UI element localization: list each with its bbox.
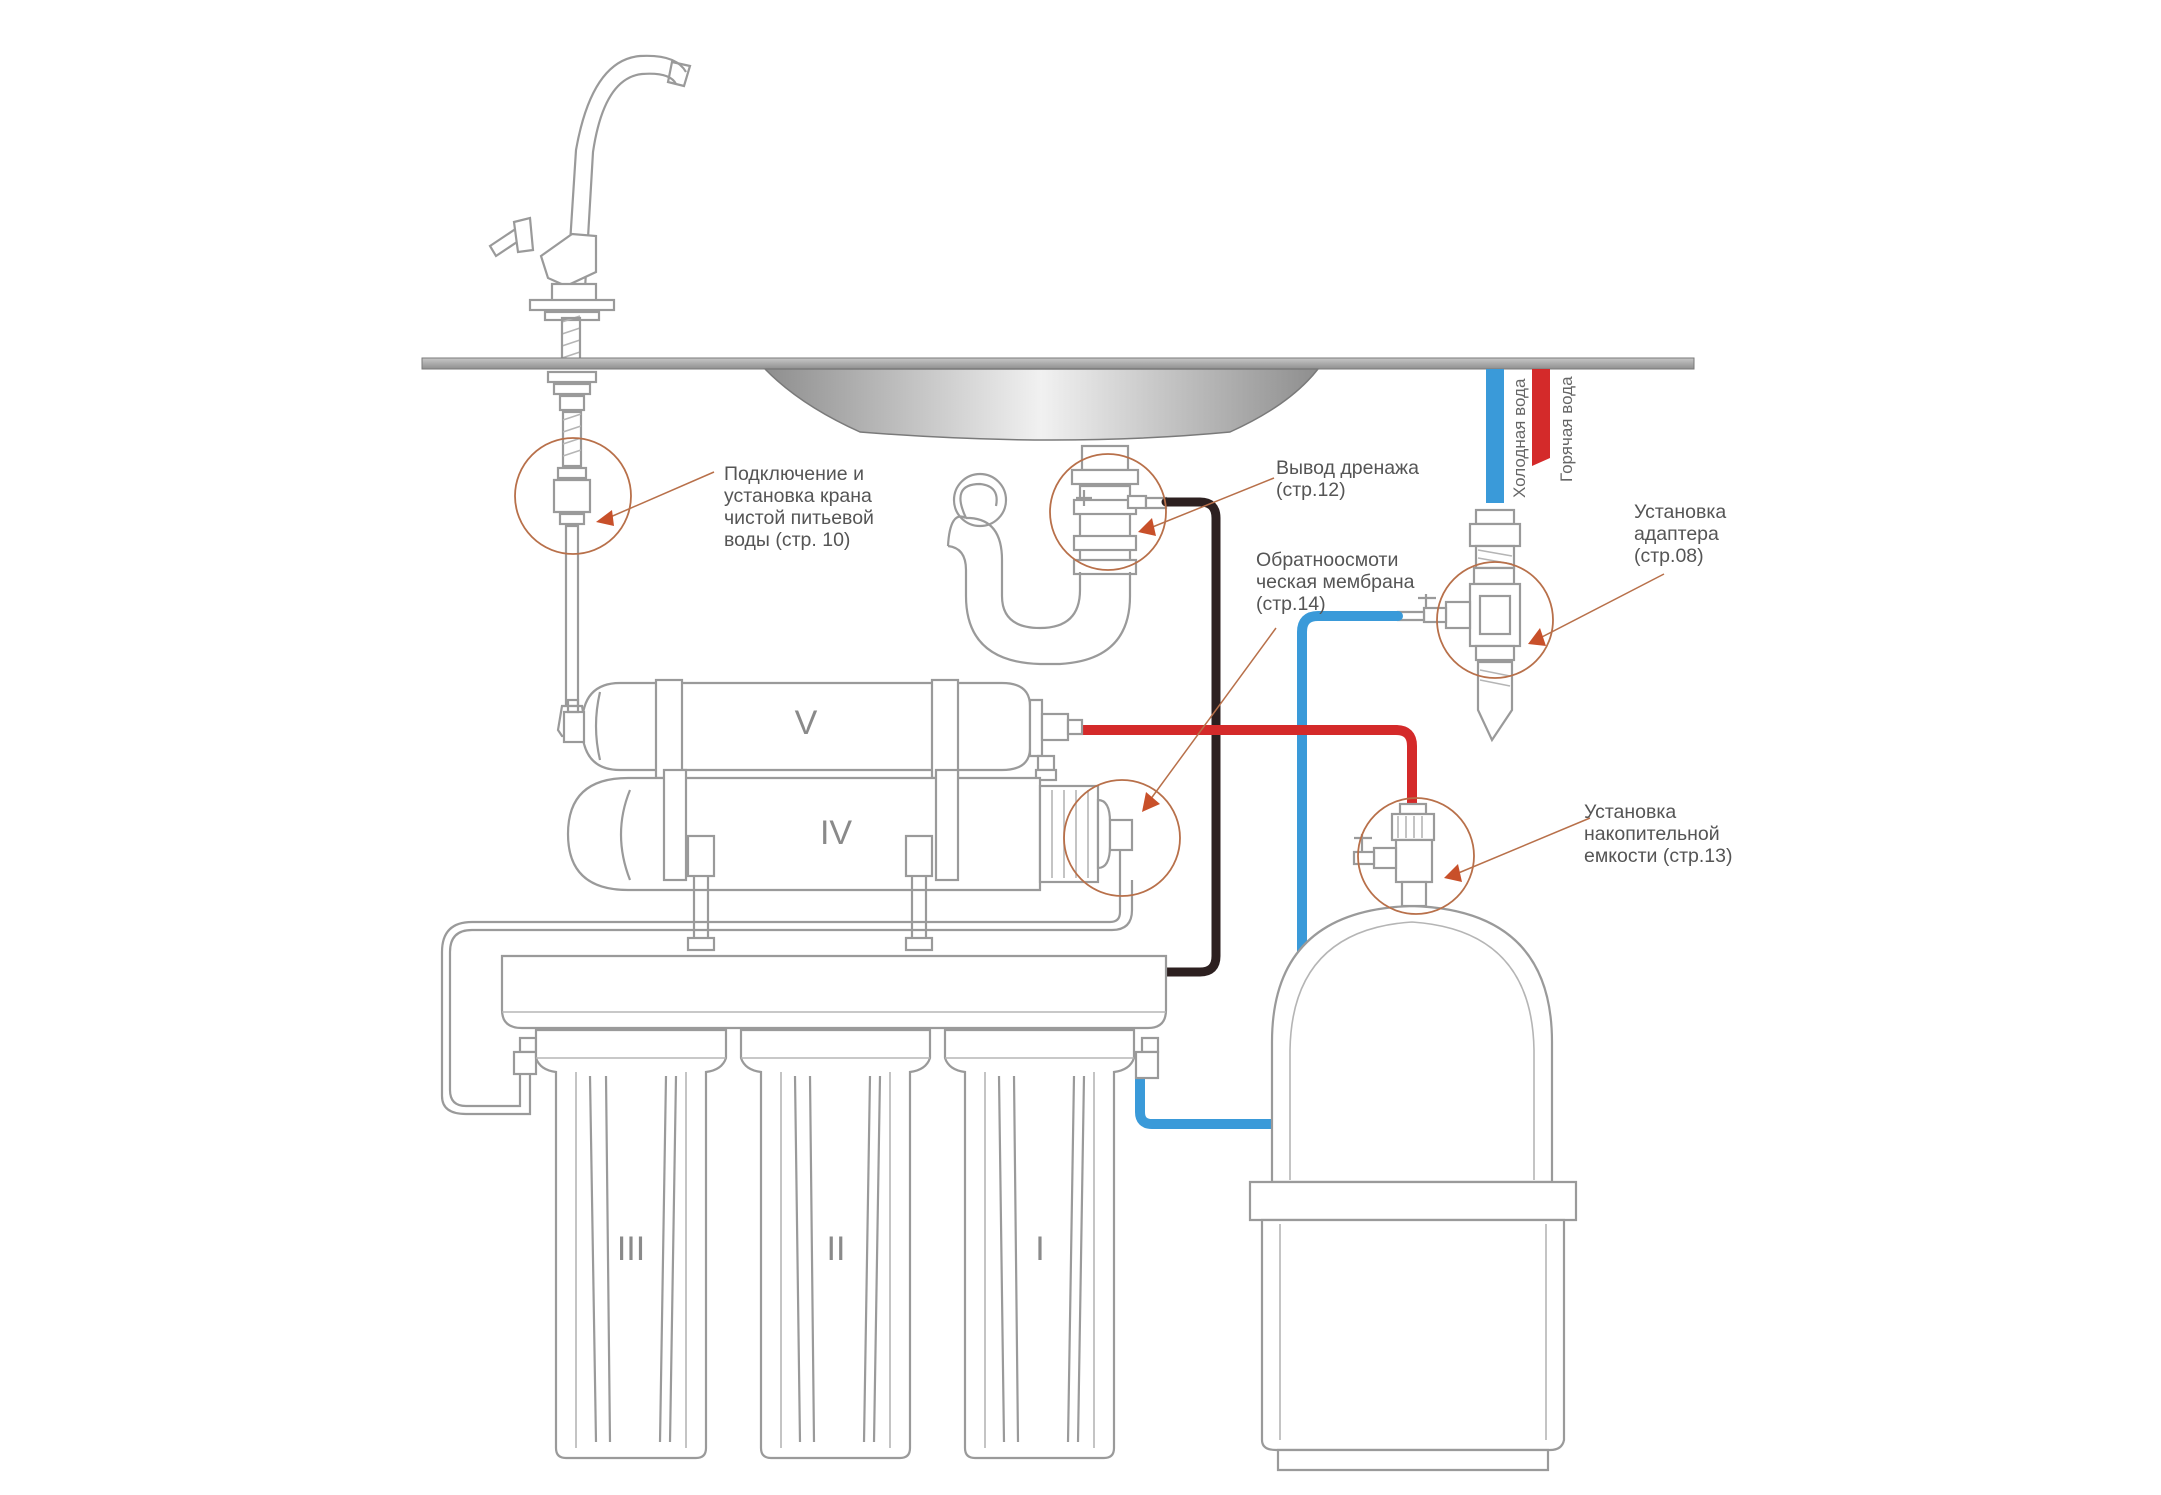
housing-stage-iii: III <box>534 1028 728 1460</box>
svg-text:емкости (стр.13): емкости (стр.13) <box>1584 845 1732 867</box>
callout-adapter-text: Установка адаптера (стр.08) <box>1634 501 1726 567</box>
callout-leaders <box>596 471 1665 882</box>
stage-iv-membrane: IV <box>566 768 1134 892</box>
svg-text:адаптера: адаптера <box>1634 523 1719 545</box>
svg-text:ческая мембрана: ческая мембрана <box>1256 571 1415 593</box>
stage-i-label: I <box>1035 1230 1044 1268</box>
tank-callout-circle <box>1357 797 1475 915</box>
stage-v-cartridge: V <box>562 678 1084 782</box>
svg-text:Обратноосмоти: Обратноосмоти <box>1256 549 1398 571</box>
adapter-callout-circle <box>1436 561 1554 679</box>
housing-stage-ii: II <box>739 1028 932 1460</box>
svg-text:Подключение и: Подключение и <box>724 463 864 485</box>
hot-water-pipe <box>1532 369 1550 466</box>
water-supply: Холодная вода Горячая вода <box>1486 369 1576 503</box>
drain-trap <box>946 444 1168 666</box>
arrow-icon <box>1142 792 1160 812</box>
svg-text:Установка: Установка <box>1584 801 1676 823</box>
stage-iii-label: III <box>617 1230 645 1268</box>
arrow-icon <box>596 510 614 526</box>
arrow-icon <box>1138 518 1156 536</box>
housing-base <box>500 954 1168 1030</box>
svg-text:(стр.12): (стр.12) <box>1276 479 1346 501</box>
svg-text:установка крана: установка крана <box>724 485 872 507</box>
svg-text:(стр.08): (стр.08) <box>1634 545 1704 567</box>
svg-text:накопительной: накопительной <box>1584 823 1720 845</box>
svg-text:чистой питьевой: чистой питьевой <box>724 507 874 529</box>
svg-text:Вывод дренажа: Вывод дренажа <box>1276 457 1419 479</box>
drain-line <box>1161 497 1221 977</box>
connecting-tubes <box>440 834 1134 1116</box>
membrane-callout-circle <box>1063 779 1181 897</box>
cold-water-pipe <box>1486 369 1504 503</box>
svg-text:Установка: Установка <box>1634 501 1726 523</box>
faucet <box>488 54 692 364</box>
adapter <box>1396 508 1522 743</box>
tank-valve <box>1352 802 1436 908</box>
storage-tank <box>1248 904 1578 1472</box>
callout-faucet-text: Подключение и установка крана чистой пит… <box>724 463 874 551</box>
callout-membrane-text: Обратноосмоти ческая мембрана (стр.14) <box>1256 549 1415 615</box>
arrow-icon <box>1444 864 1462 882</box>
callout-drain-text: Вывод дренажа (стр.12) <box>1276 457 1419 501</box>
arrow-icon <box>1528 628 1546 646</box>
hot-water-label: Горячая вода <box>1557 376 1576 482</box>
cold-water-label: Холодная вода <box>1510 378 1529 498</box>
faucet-callout-circle <box>514 437 632 555</box>
countertop <box>421 357 1695 370</box>
sink-bowl <box>763 368 1320 441</box>
callout-tank-text: Установка накопительной емкости (стр.13) <box>1584 801 1732 867</box>
stage-ii-label: II <box>827 1230 846 1268</box>
pure-water-line <box>1080 725 1417 804</box>
stage-v-label: V <box>795 704 818 742</box>
svg-text:воды (стр. 10): воды (стр. 10) <box>724 529 850 551</box>
svg-text:(стр.14): (стр.14) <box>1256 593 1326 615</box>
drain-callout-circle <box>1049 453 1167 571</box>
stage-iv-label: IV <box>820 814 852 852</box>
housing-stage-i: I <box>943 1028 1136 1460</box>
